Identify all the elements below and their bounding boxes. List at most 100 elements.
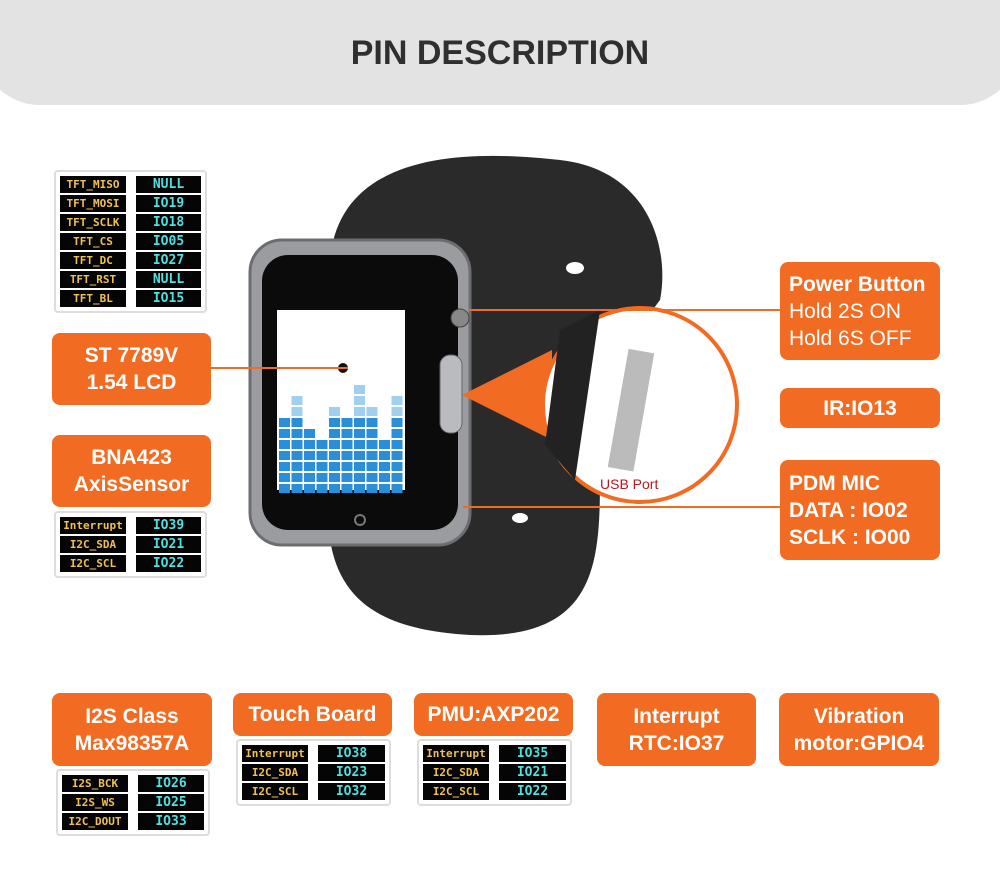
equalizer-bar-segment [391, 407, 403, 416]
pin-gpio: IO18 [136, 214, 201, 231]
pin-name: I2C_SCL [423, 783, 489, 800]
equalizer-bar-segment [329, 473, 340, 482]
equalizer-bar-segment [279, 473, 290, 482]
pin-name: TFT_CS [60, 233, 126, 250]
pmu-box: PMU:AXP202 [414, 693, 573, 736]
equalizer-bar-segment [304, 451, 315, 460]
pin-gpio: IO21 [499, 764, 566, 781]
equalizer-bar-segment [391, 418, 403, 427]
equalizer-bar-segment [316, 451, 328, 460]
pin-name: Interrupt [60, 517, 126, 534]
equalizer-bar-segment [354, 462, 365, 471]
rtc-box: Interrupt RTC:IO37 [597, 693, 756, 766]
equalizer-bar-segment [354, 385, 365, 394]
page-title: PIN DESCRIPTION [350, 34, 650, 72]
equalizer-bar-segment [354, 396, 365, 405]
equalizer-bar-segment [316, 473, 328, 482]
pin-name: Interrupt [242, 745, 308, 762]
equalizer-bar-segment [291, 418, 303, 427]
pin-name: I2C_DOUT [62, 813, 128, 830]
usb-port-label: USB Port [600, 476, 658, 492]
pin-gpio: IO27 [136, 252, 201, 269]
equalizer-bar-segment [329, 429, 340, 438]
equalizer-bar-segment [304, 473, 315, 482]
pin-gpio: IO35 [499, 745, 566, 762]
equalizer-bar-segment [354, 440, 365, 449]
header-band [0, 0, 1000, 105]
equalizer-bar-segment [391, 462, 403, 471]
ir-box: IR:IO13 [780, 388, 940, 428]
lcd-line1: ST 7789V [84, 344, 179, 367]
equalizer-bar-segment [304, 462, 315, 471]
equalizer-bar-segment [354, 473, 365, 482]
ir-label: IR:IO13 [823, 396, 897, 420]
pin-gpio: IO19 [136, 195, 201, 212]
equalizer-bar-segment [341, 418, 353, 427]
equalizer-bar-segment [329, 484, 340, 493]
equalizer-bar-segment [391, 440, 403, 449]
rtc-line1: Interrupt [633, 704, 720, 728]
pin-gpio: IO22 [499, 783, 566, 800]
pmu-title: PMU:AXP202 [427, 703, 560, 726]
touch-title: Touch Board [248, 703, 377, 726]
vibration-line2: motor:GPIO4 [793, 731, 925, 755]
pin-name: I2C_SDA [60, 536, 126, 553]
equalizer-bar-segment [291, 451, 303, 460]
pin-gpio: NULL [136, 176, 201, 193]
equalizer-bar-segment [366, 418, 378, 427]
pin-gpio: IO33 [138, 813, 204, 830]
equalizer-bar-segment [341, 440, 353, 449]
equalizer-bar-segment [391, 396, 403, 405]
power-line2: Hold 6S OFF [789, 326, 912, 350]
pin-gpio: NULL [136, 271, 201, 288]
i2s-line2: Max98357A [74, 731, 190, 755]
lcd-label-box: ST 7789V 1.54 LCD [52, 333, 211, 405]
equalizer-bar-segment [291, 440, 303, 449]
equalizer-bar-segment [341, 473, 353, 482]
pin-name: TFT_MISO [60, 176, 126, 193]
i2s-box: I2S Class Max98357A [52, 693, 212, 766]
touch-box: Touch Board [233, 693, 392, 736]
equalizer-bar-segment [304, 484, 315, 493]
equalizer-bars [279, 385, 403, 493]
equalizer-bar-segment [366, 407, 378, 416]
lcd-line2: 1.54 LCD [86, 371, 177, 394]
equalizer-bar-segment [341, 451, 353, 460]
equalizer-bar-segment [354, 418, 365, 427]
equalizer-bar-segment [279, 462, 290, 471]
power-title: Power Button [789, 272, 926, 296]
equalizer-bar-segment [391, 484, 403, 493]
equalizer-bar-segment [354, 407, 365, 416]
equalizer-bar-segment [329, 440, 340, 449]
pin-name: TFT_BL [60, 290, 126, 307]
sensor-line2: AxisSensor [73, 473, 190, 496]
equalizer-bar-segment [354, 451, 365, 460]
pin-name: I2S_BCK [62, 775, 128, 792]
power-button [450, 308, 470, 328]
mic-line2: DATA : IO02 [789, 498, 908, 522]
pin-row: I2C_SCL IO22 [423, 783, 566, 800]
equalizer-bar-segment [291, 473, 303, 482]
pin-name: I2C_SDA [423, 764, 489, 781]
pin-gpio: IO38 [318, 745, 385, 762]
equalizer-bar-segment [291, 396, 303, 405]
mic-line1: PDM MIC [789, 471, 880, 495]
equalizer-bar-segment [366, 429, 378, 438]
equalizer-bar-segment [279, 429, 290, 438]
pin-row: Interrupt IO38 [242, 745, 385, 762]
equalizer-bar-segment [366, 462, 378, 471]
equalizer-bar-segment [341, 462, 353, 471]
equalizer-bar-segment [304, 440, 315, 449]
